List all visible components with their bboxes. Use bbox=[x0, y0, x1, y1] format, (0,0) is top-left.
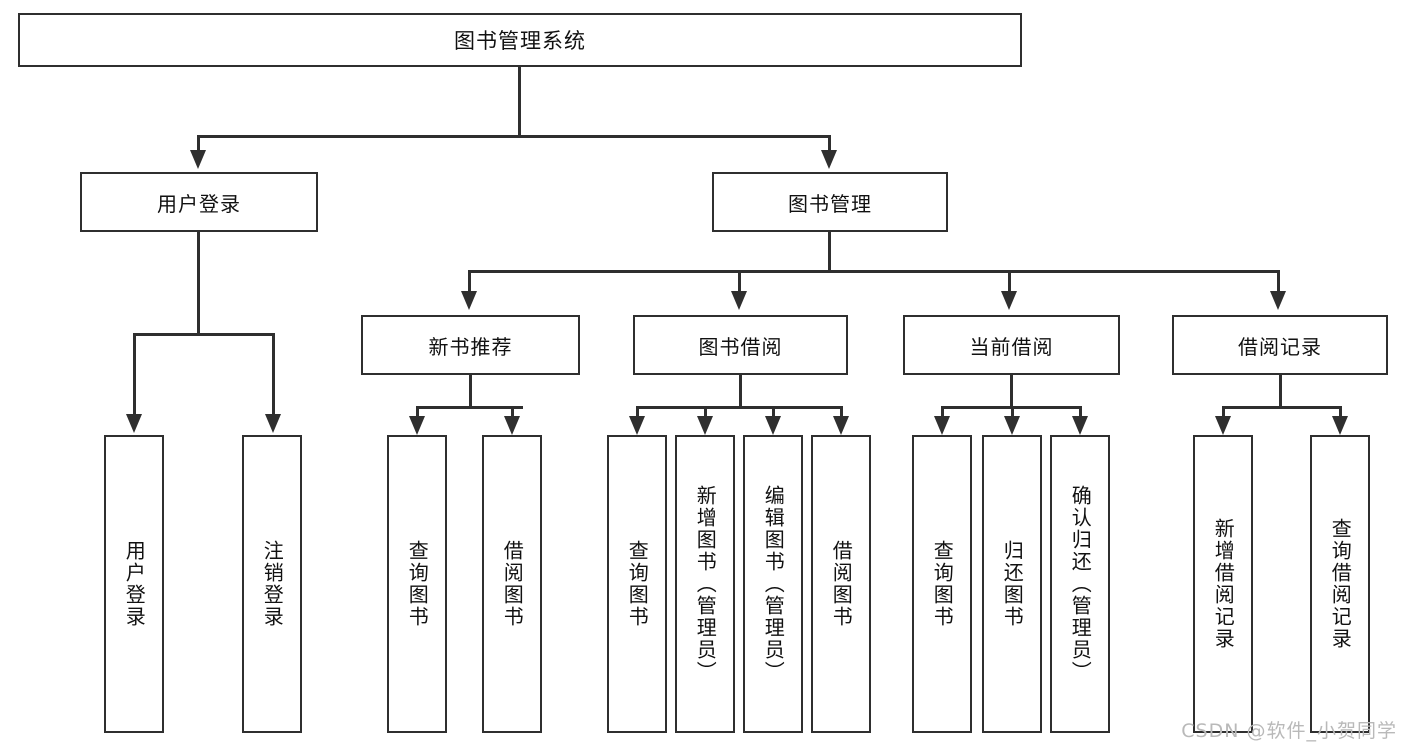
arrowhead-current-borrow bbox=[1001, 291, 1017, 310]
node-leaf-return-book-label: 归还图书 bbox=[1000, 540, 1025, 628]
node-leaf-borrow-book-2[interactable]: 借阅图书 bbox=[811, 435, 871, 733]
node-leaf-query-record-label: 查询借阅记录 bbox=[1328, 518, 1353, 650]
node-leaf-query-book-2[interactable]: 查询图书 bbox=[607, 435, 667, 733]
connector-level1-drop-right bbox=[828, 135, 831, 151]
arrowhead-leaf-query-book-1 bbox=[409, 416, 425, 435]
node-borrow-record-label: 借阅记录 bbox=[1238, 334, 1322, 359]
connector-user-login-drop-2 bbox=[272, 333, 275, 416]
connector-level2-drop-1 bbox=[468, 270, 471, 292]
node-leaf-add-book-label: 新增图书（管理员） bbox=[693, 485, 718, 683]
connector-level2-drop-3 bbox=[1008, 270, 1011, 292]
node-leaf-query-book-1-label: 查询图书 bbox=[405, 540, 430, 628]
connector-nbr-stem bbox=[469, 375, 472, 408]
connector-level2-drop-4 bbox=[1277, 270, 1280, 292]
node-user-login[interactable]: 用户登录 bbox=[80, 172, 318, 232]
connector-bb-drop-2 bbox=[704, 406, 707, 418]
connector-nbr-bus bbox=[416, 406, 523, 409]
arrowhead-leaf-confirm-return bbox=[1072, 416, 1088, 435]
node-book-manage-label: 图书管理 bbox=[788, 191, 872, 216]
connector-level1-drop-left bbox=[197, 135, 200, 151]
arrowhead-leaf-edit-book bbox=[765, 416, 781, 435]
connector-bb-drop-1 bbox=[636, 406, 639, 418]
connector-bb-drop-3 bbox=[772, 406, 775, 418]
node-borrow-record[interactable]: 借阅记录 bbox=[1172, 315, 1388, 375]
node-book-borrow-label: 图书借阅 bbox=[698, 334, 783, 359]
node-leaf-return-book[interactable]: 归还图书 bbox=[982, 435, 1042, 733]
arrowhead-leaf-query-book-3 bbox=[934, 416, 950, 435]
node-leaf-edit-book-label: 编辑图书（管理员） bbox=[761, 485, 786, 683]
node-new-book-recommend-label: 新书推荐 bbox=[428, 334, 513, 359]
node-leaf-user-logout[interactable]: 注销登录 bbox=[242, 435, 302, 733]
connector-level1-bus bbox=[197, 135, 831, 138]
node-book-borrow[interactable]: 图书借阅 bbox=[633, 315, 848, 375]
node-leaf-add-book[interactable]: 新增图书（管理员） bbox=[675, 435, 735, 733]
node-leaf-borrow-book-2-label: 借阅图书 bbox=[829, 540, 854, 628]
node-current-borrow[interactable]: 当前借阅 bbox=[903, 315, 1120, 375]
connector-user-login-drop-1 bbox=[133, 333, 136, 416]
arrowhead-new-book-recommend bbox=[461, 291, 477, 310]
node-root[interactable]: 图书管理系统 bbox=[18, 13, 1022, 67]
arrowhead-leaf-return-book bbox=[1004, 416, 1020, 435]
node-leaf-query-record[interactable]: 查询借阅记录 bbox=[1310, 435, 1370, 733]
node-leaf-confirm-return[interactable]: 确认归还（管理员） bbox=[1050, 435, 1110, 733]
connector-level2-drop-2 bbox=[738, 270, 741, 292]
connector-br-stem bbox=[1279, 375, 1282, 408]
arrowhead-book-manage bbox=[821, 150, 837, 169]
arrowhead-leaf-borrow-book-1 bbox=[504, 416, 520, 435]
connector-br-drop-2 bbox=[1339, 406, 1342, 418]
connector-user-login-bus bbox=[133, 333, 275, 336]
arrowhead-leaf-borrow-book-2 bbox=[833, 416, 849, 435]
arrowhead-book-borrow bbox=[731, 291, 747, 310]
node-leaf-query-book-2-label: 查询图书 bbox=[625, 540, 650, 628]
node-leaf-user-logout-label: 注销登录 bbox=[260, 540, 285, 628]
node-leaf-user-login-label: 用户登录 bbox=[122, 540, 147, 628]
connector-br-drop-1 bbox=[1222, 406, 1225, 418]
node-new-book-recommend[interactable]: 新书推荐 bbox=[361, 315, 580, 375]
arrowhead-leaf-query-book-2 bbox=[629, 416, 645, 435]
arrowhead-leaf-query-record bbox=[1332, 416, 1348, 435]
connector-bb-bus bbox=[636, 406, 843, 409]
node-current-borrow-label: 当前借阅 bbox=[969, 334, 1054, 359]
connector-root-stem-main bbox=[518, 67, 521, 137]
node-leaf-user-login[interactable]: 用户登录 bbox=[104, 435, 164, 733]
connector-nbr-drop-2 bbox=[511, 406, 514, 418]
connector-cb-drop-3 bbox=[1079, 406, 1082, 418]
arrowhead-borrow-record bbox=[1270, 291, 1286, 310]
connector-book-manage-stem bbox=[828, 232, 831, 272]
node-leaf-confirm-return-label: 确认归还（管理员） bbox=[1068, 485, 1093, 683]
connector-cb-drop-2 bbox=[1011, 406, 1014, 418]
arrowhead-leaf-add-record bbox=[1215, 416, 1231, 435]
node-leaf-borrow-book-1-label: 借阅图书 bbox=[500, 540, 525, 628]
node-leaf-add-record[interactable]: 新增借阅记录 bbox=[1193, 435, 1253, 733]
connector-nbr-drop-1 bbox=[416, 406, 419, 418]
connector-br-bus bbox=[1222, 406, 1342, 409]
connector-cb-drop-1 bbox=[941, 406, 944, 418]
node-leaf-query-book-3[interactable]: 查询图书 bbox=[912, 435, 972, 733]
connector-bb-stem bbox=[739, 375, 742, 408]
connector-user-login-stem bbox=[197, 232, 200, 335]
node-leaf-query-book-3-label: 查询图书 bbox=[930, 540, 955, 628]
connector-cb-stem bbox=[1010, 375, 1013, 408]
node-leaf-query-book-1[interactable]: 查询图书 bbox=[387, 435, 447, 733]
node-root-label: 图书管理系统 bbox=[454, 29, 586, 53]
node-book-manage[interactable]: 图书管理 bbox=[712, 172, 948, 232]
connector-bb-drop-4 bbox=[840, 406, 843, 418]
arrowhead-user-login bbox=[190, 150, 206, 169]
arrowhead-leaf-user-logout bbox=[265, 414, 281, 433]
connector-level2-bus bbox=[468, 270, 1280, 273]
arrowhead-leaf-user-login bbox=[126, 414, 142, 433]
node-user-login-label: 用户登录 bbox=[157, 191, 241, 216]
node-leaf-edit-book[interactable]: 编辑图书（管理员） bbox=[743, 435, 803, 733]
node-leaf-borrow-book-1[interactable]: 借阅图书 bbox=[482, 435, 542, 733]
node-leaf-add-record-label: 新增借阅记录 bbox=[1211, 518, 1236, 650]
arrowhead-leaf-add-book bbox=[697, 416, 713, 435]
